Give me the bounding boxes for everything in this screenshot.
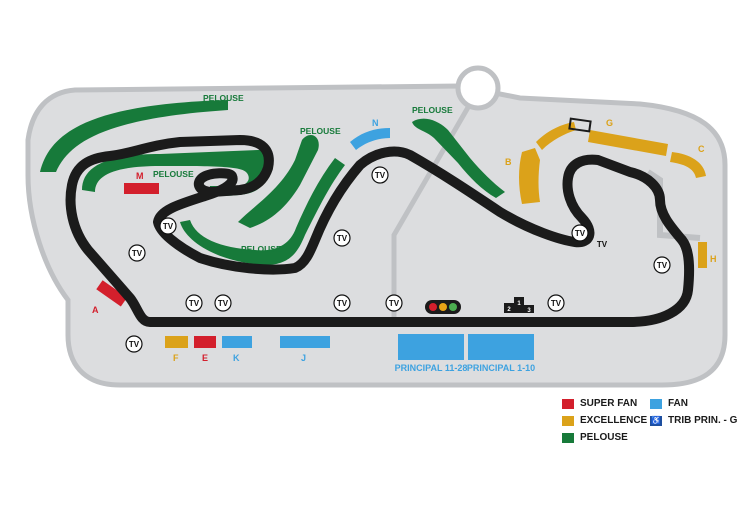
label-j: J xyxy=(301,353,306,363)
label-a: A xyxy=(92,305,99,315)
grandstand-k[interactable] xyxy=(222,336,252,348)
tv-icon: TV xyxy=(185,294,203,312)
tv-icon: TV xyxy=(547,294,565,312)
tv-icon: TV xyxy=(128,244,146,262)
tv-icon: TV xyxy=(653,256,671,274)
label-g: G xyxy=(606,118,613,128)
svg-text:3: 3 xyxy=(527,308,531,314)
legend-trib-prin-label: TRIB PRIN. - G xyxy=(668,415,738,426)
legend-fan-label: FAN xyxy=(668,398,688,409)
tv-markers: TV TV TV TV TV TV TV TV TV TV TV TV TV xyxy=(125,166,671,353)
label-h: H xyxy=(710,254,717,264)
svg-text:TV: TV xyxy=(375,171,386,180)
svg-text:TV: TV xyxy=(551,299,562,308)
svg-text:TV: TV xyxy=(189,299,200,308)
tv-icon: TV xyxy=(571,224,589,242)
label-b: B xyxy=(505,157,512,167)
grandstand-c[interactable] xyxy=(670,152,706,178)
super-fan-zones xyxy=(96,183,216,348)
fan-swatch xyxy=(650,398,662,409)
grandstand-g-2[interactable] xyxy=(588,130,668,156)
pelouse-zone-west[interactable] xyxy=(82,150,273,196)
tv-icon: TV xyxy=(333,294,351,312)
podium-icon: 1 2 3 xyxy=(504,297,534,314)
label-n: N xyxy=(372,118,379,128)
svg-text:TV: TV xyxy=(337,234,348,243)
tv-icon: TV xyxy=(214,294,232,312)
legend-super-fan-label: SUPER FAN xyxy=(580,398,638,409)
grandstand-b[interactable] xyxy=(519,148,540,204)
label-f: F xyxy=(173,353,179,363)
svg-text:TV: TV xyxy=(389,299,400,308)
grandstand-n[interactable] xyxy=(350,128,390,150)
grandstand-principal-1-10[interactable] xyxy=(468,334,534,360)
label-principal-1-10: PRINCIPAL 1-10 xyxy=(467,363,535,373)
wheelchair-icon: ♿ xyxy=(650,415,662,426)
tv-icon: TV xyxy=(597,240,608,249)
pelouse-zone-center-2[interactable] xyxy=(180,158,345,265)
label-pelouse-center-2: PELOUSE xyxy=(241,244,282,254)
tv-icon: TV xyxy=(333,229,351,247)
label-pelouse-east: PELOUSE xyxy=(412,105,453,115)
svg-text:TV: TV xyxy=(163,222,174,231)
svg-text:1: 1 xyxy=(517,301,521,307)
legend-excellence-label: EXCELLENCE xyxy=(580,415,648,426)
grandstand-h[interactable] xyxy=(698,242,707,268)
grandstand-g-marker xyxy=(568,117,592,133)
legend-super-fan: SUPER FAN xyxy=(562,398,637,409)
grandstand-m[interactable] xyxy=(124,183,159,194)
tv-icon: TV xyxy=(371,166,389,184)
fan-zones xyxy=(222,128,534,360)
grandstand-j[interactable] xyxy=(280,336,330,348)
pelouse-zone-top[interactable] xyxy=(40,100,228,172)
legend-pelouse: PELOUSE xyxy=(562,432,628,443)
label-pelouse-west: PELOUSE xyxy=(153,169,194,179)
pelouse-zones xyxy=(40,100,505,265)
legend-fan: FAN xyxy=(650,398,688,409)
label-pelouse-top: PELOUSE xyxy=(203,93,244,103)
super-fan-swatch xyxy=(562,398,574,409)
tv-icon: TV xyxy=(385,294,403,312)
grandstand-principal-11-28[interactable] xyxy=(398,334,464,360)
race-track xyxy=(65,135,695,327)
svg-text:TV: TV xyxy=(575,229,586,238)
tv-icon: TV xyxy=(159,217,177,235)
legend-pelouse-label: PELOUSE xyxy=(580,432,628,443)
tv-icon: TV xyxy=(125,335,143,353)
label-c: C xyxy=(698,144,705,154)
label-e: E xyxy=(202,353,208,363)
svg-text:TV: TV xyxy=(597,240,608,249)
traffic-light-icon xyxy=(425,300,461,314)
label-principal-11-28: PRINCIPAL 11-28 xyxy=(395,363,468,373)
legend-trib-prin: ♿ TRIB PRIN. - G xyxy=(650,415,737,426)
roundabout xyxy=(455,65,501,111)
svg-text:TV: TV xyxy=(218,299,229,308)
label-pelouse-center-1: PELOUSE xyxy=(300,126,341,136)
grandstand-g-1[interactable] xyxy=(536,122,576,150)
svg-text:TV: TV xyxy=(337,299,348,308)
excellence-zones xyxy=(165,122,707,348)
legend: SUPER FAN EXCELLENCE PELOUSE FAN ♿ TRIB … xyxy=(562,398,742,448)
pelouse-swatch xyxy=(562,432,574,443)
grandstand-e[interactable] xyxy=(194,336,216,348)
excellence-swatch xyxy=(562,415,574,426)
grandstand-a[interactable] xyxy=(96,280,128,307)
svg-text:2: 2 xyxy=(507,307,511,313)
pelouse-zone-center-1[interactable] xyxy=(238,135,319,228)
label-m: M xyxy=(136,171,144,181)
grandstand-f[interactable] xyxy=(165,336,188,348)
svg-text:TV: TV xyxy=(132,249,143,258)
svg-text:TV: TV xyxy=(657,261,668,270)
svg-text:TV: TV xyxy=(129,340,140,349)
legend-excellence: EXCELLENCE xyxy=(562,415,647,426)
label-k: K xyxy=(233,353,240,363)
pelouse-zone-east[interactable] xyxy=(412,118,505,198)
